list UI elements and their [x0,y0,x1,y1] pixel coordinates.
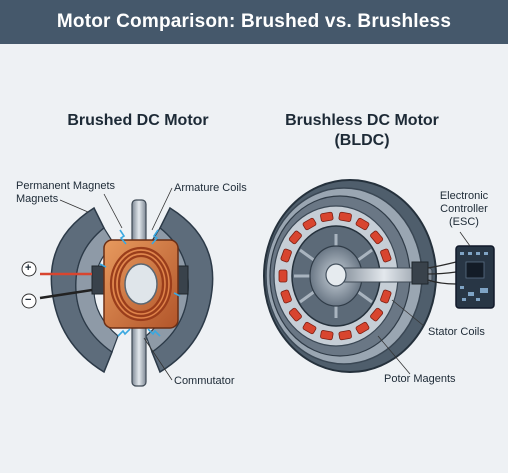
negative-terminal [21,293,37,309]
header-bar: Motor Comparison: Brushed vs. Brushless [0,0,508,44]
stator-coil [320,330,334,341]
stator-coil [288,230,302,245]
stator-coil [370,307,384,322]
stator-coil [338,211,352,222]
stator-coil [280,289,292,304]
armature-coils-label: Armature Coils [174,182,247,194]
brush-sparks [99,229,181,337]
esc-label: (ESC) [449,216,479,228]
stator-coil [380,289,392,304]
stator-coil [302,217,317,231]
negative-terminal-label: − [25,294,32,306]
magnets-label: Magnets [16,193,59,205]
stator-coil [320,211,334,222]
stator-coil [355,217,370,231]
negative-wire [39,288,93,300]
stator-coil [380,248,392,263]
positive-terminal-label: + [25,262,32,274]
stator-coil [278,269,288,283]
stator-coil [302,321,317,335]
stator-coil [370,230,384,245]
electronic-label: Electronic [439,190,489,202]
esc-wires [427,261,457,285]
stator-coil [288,307,302,322]
stator-coil [338,330,352,341]
armature-core [124,263,158,305]
positive-terminal [21,261,37,277]
stator-coil-ring [278,211,394,341]
brushed-motor-illustration [21,187,214,387]
stator-coil [355,321,370,335]
controller-label: Controller [440,203,488,215]
commutator-label: Commutator [174,375,235,387]
brushless-motor-title: Brushless DC Motor [285,112,439,129]
permanent-magnets-label: Permanent Magnets [16,180,116,192]
brushless-motor-subtitle: (BLDC) [334,132,390,149]
brushless-motor-illustration [263,179,495,375]
page-title: Motor Comparison: Brushed vs. Brushless [56,11,452,32]
armature-coil-windings [109,246,173,322]
brushed-motor-title: Brushed DC Motor [67,112,209,129]
bldc-connector [411,261,429,285]
stator-coil [280,248,292,263]
stator-coils-label: Stator Coils [428,326,485,338]
rotor-magnets-label: Potor Magents [384,373,456,385]
